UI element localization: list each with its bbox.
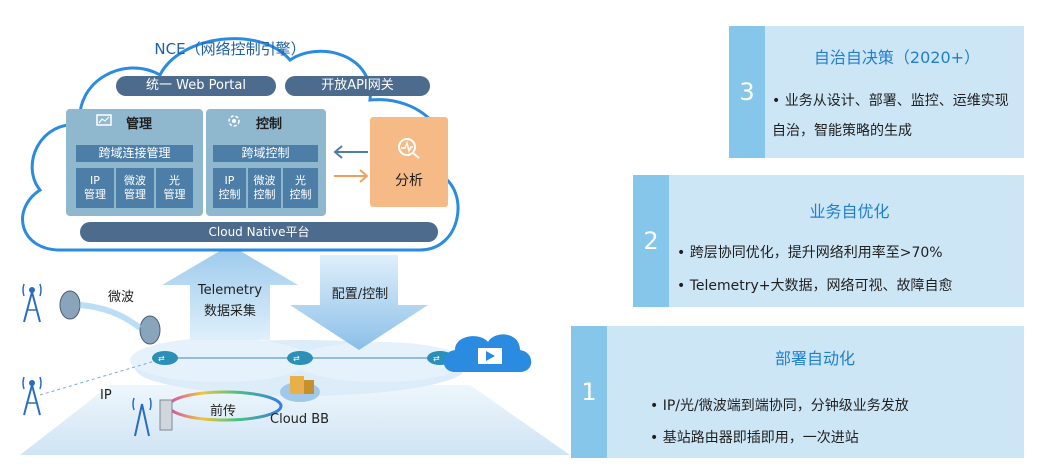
svg-text:⇄: ⇄ [158,354,165,363]
stage-2-bullet-1: • 跨层协同优化，提升网络利用率至>70% [677,245,943,261]
feedback-arrows [333,145,369,183]
microwave-ctrl-cell: 微波 控制 [248,168,281,208]
microwave-mgmt-cell: 微波 管理 [116,168,154,208]
control-bar: 跨域控制 [213,145,318,162]
optical-ctrl-cell: 光 控制 [283,168,318,208]
config-down-arrow [290,255,428,350]
microwave-label: 微波 [108,290,135,305]
cloud-title: NCE（网络控制引擎） [154,40,306,58]
control-title: 控制 [256,117,283,132]
analysis-label: 分析 [395,173,423,189]
stage-2-title: 业务自优化 [809,202,890,221]
ip-mgmt-cell: IP 管理 [76,168,114,208]
platform-plane [20,385,570,455]
microwave-dish-icon [59,290,161,345]
router-icon: ⇄ [152,351,178,365]
radio-tower-icon [22,283,42,323]
stage-3-card [729,26,1024,158]
optical-mgmt-cell: 光 管理 [156,168,193,208]
stage-1-bullet-2: • 基站路由器即插即用，一次进站 [650,430,859,446]
config-control-label: 配置/控制 [331,287,389,302]
network-devices: ⇄ ⇄ ⇄ [22,283,532,437]
analysis-box [370,117,448,207]
svg-text:⇄: ⇄ [433,354,440,363]
ip-ctrl-cell: IP 控制 [213,168,246,208]
cloud-bb-server-icon [280,376,320,402]
stage-3-number: 3 [729,26,765,158]
stage-1-number: 1 [571,326,607,458]
analysis-icon [396,136,422,164]
cloud-native-bar: Cloud Native平台 [80,222,438,242]
stage-2-bullet-2: • Telemetry+大数据，网络可视、故障自愈 [677,278,953,294]
stage-2-number: 2 [633,175,669,307]
radio-tower-icon [22,376,42,416]
web-portal-pill: 统一 Web Portal [116,76,276,96]
control-icon [226,113,242,133]
ip-label: IP [100,388,112,403]
stage-1-bullet-1: • IP/光/微波端到端协同，分钟级业务发放 [650,398,909,414]
base-station-icon [132,397,152,437]
telemetry-up-arrow [162,245,298,340]
router-icon: ⇄ [287,351,313,365]
api-gateway-pill: 开放API网关 [285,76,430,96]
management-title: 管理 [126,117,153,132]
bbu-rack-icon [159,399,173,431]
telemetry-label: Telemetry [197,283,263,298]
stage-3-title: 自治自决策（2020+） [813,48,981,67]
stage-3-bullet: • 业务从设计、部署、监控、运维实现自治，智能策略的生成 [772,93,1009,139]
management-icon [96,113,112,132]
data-collect-label: 数据采集 [203,304,256,319]
stage-1-card [571,326,1024,458]
stage-2-card [633,175,1024,307]
management-bar: 跨域连接管理 [76,145,193,162]
svg-text:⇄: ⇄ [293,354,300,363]
stage-1-title: 部署自动化 [774,349,855,368]
fronthaul-label: 前传 [210,404,237,419]
cloud-bb-label: Cloud BB [270,412,330,427]
video-cloud-icon [443,334,532,372]
